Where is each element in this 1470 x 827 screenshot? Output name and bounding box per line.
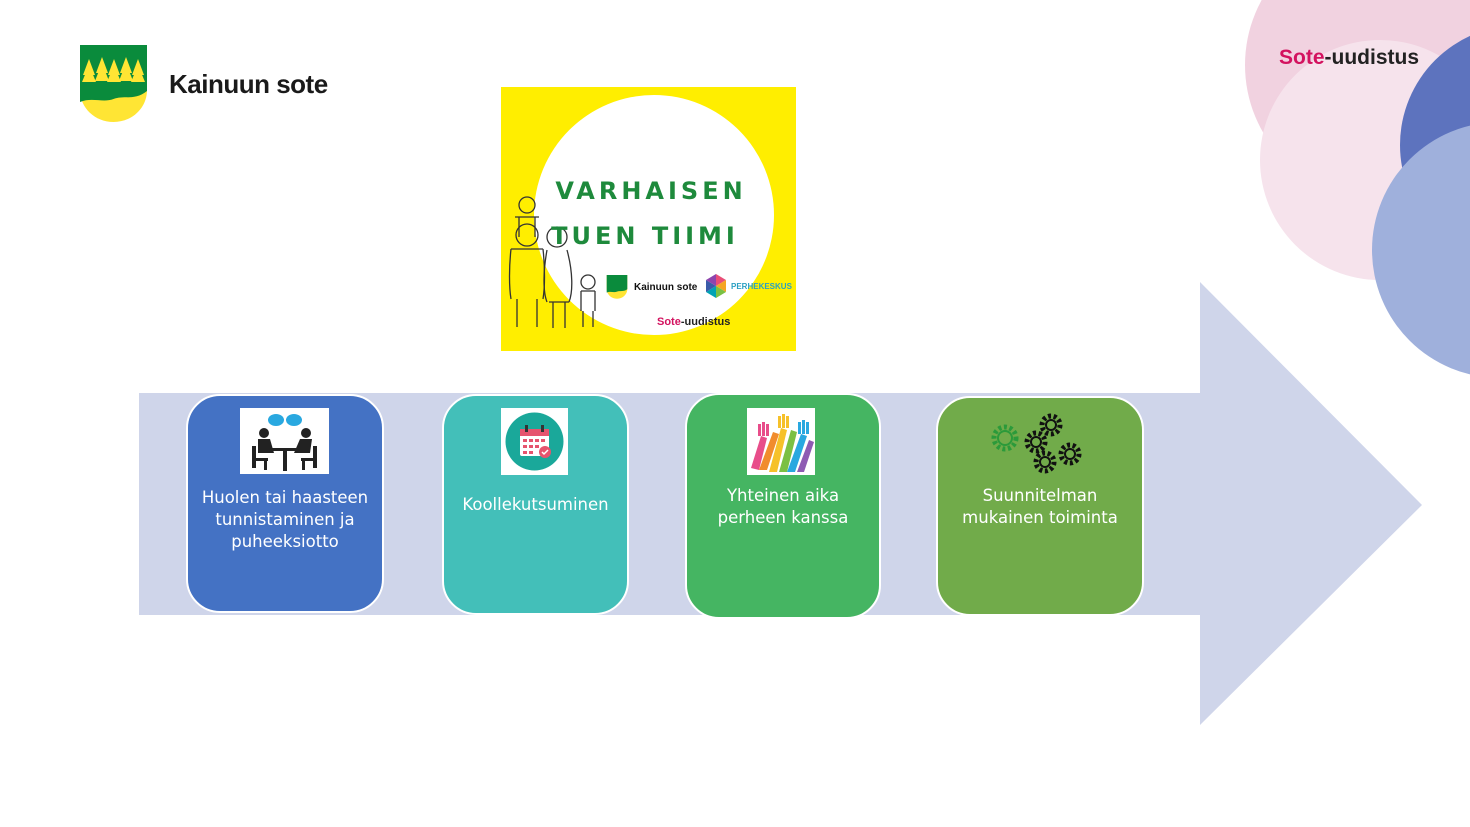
poster-brand-suffix: -uudistus [680,316,731,328]
step-card-3: Yhteinen aika perheen kanssa [685,393,881,619]
raised-hands-icon [747,408,815,475]
poster-background [501,87,796,351]
perhekeskus-icon [706,274,726,298]
step-label-1: Huolen tai haasteen tunnistaminen ja puh… [201,488,369,551]
step-label-2: Koollekutsuminen [462,495,609,514]
org-name: Kainuun sote [169,68,328,99]
poster-kainuun-logo: Kainuun sote [606,275,697,299]
calendar-icon [501,408,568,475]
poster-title-line2: TUEN TIIMI [551,222,739,250]
step-label-3: Yhteinen aika perheen kanssa [717,486,849,527]
brand-suffix: -uudistus [1324,46,1420,69]
poster-logo-text: Kainuun sote [634,281,698,293]
perhekeskus-logo: PERHEKESKUS [704,274,792,298]
step-card-4: Suunnitelman mukainen toiminta [936,396,1144,616]
poster-sote-brand: Sote-uudistus [657,316,730,328]
perhekeskus-text: PERHEKESKUS [731,281,792,291]
poster-brand-prefix: Sote [657,316,681,328]
step-card-1: Huolen tai haasteen tunnistaminen ja puh… [186,394,384,613]
varhaisen-tuen-tiimi-poster: VARHAISEN TUEN TIIMI Kainuun sote PERHEK… [501,87,796,351]
brand-prefix: Sote [1279,46,1325,69]
step-label-4: Suunnitelman mukainen toiminta [962,486,1118,527]
discussion-icon [240,408,329,474]
family-illustration-icon [508,196,596,328]
gears-icon [988,412,1084,476]
poster-title-line1: VARHAISEN [555,177,747,205]
step-card-2: Koollekutsuminen [442,394,629,615]
sote-uudistus-brand: Sote-uudistus [1279,46,1419,70]
kainuun-sote-logo: Kainuun sote [80,45,328,123]
coat-of-arms-icon [80,45,147,122]
coat-of-arms-small-icon [606,275,628,299]
